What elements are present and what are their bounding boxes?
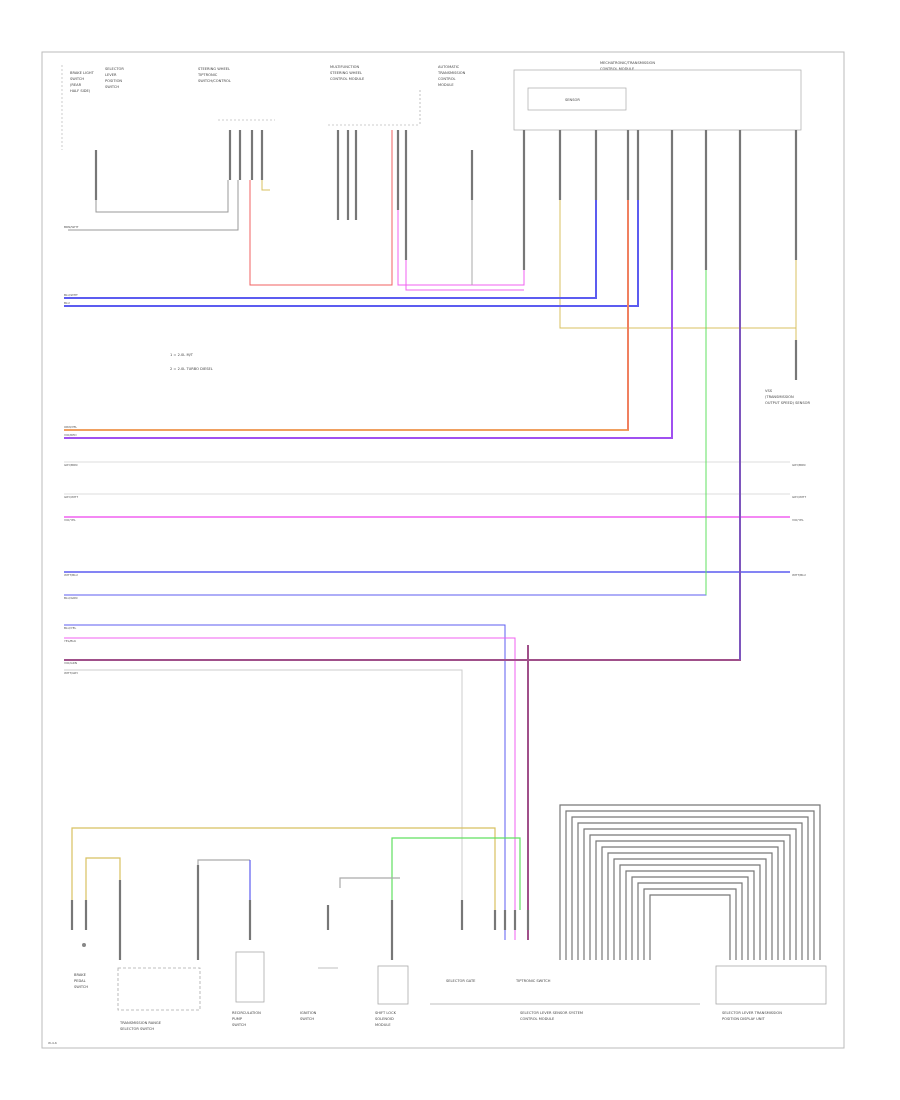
svg-text:VIO/YEL: VIO/YEL <box>64 518 76 522</box>
svg-text:CONTROL: CONTROL <box>438 77 456 81</box>
svg-text:VIO/GRN: VIO/GRN <box>64 661 77 665</box>
svg-text:VIO/YEL: VIO/YEL <box>792 518 804 522</box>
svg-text:VIO/RED: VIO/RED <box>64 433 77 437</box>
svg-text:SWITCH: SWITCH <box>232 1023 246 1027</box>
brake-pedal-switch: BRAKE PEDAL SWITCH <box>74 943 88 989</box>
footer-code: W-4-6 <box>48 1041 57 1045</box>
svg-text:BRN/WHT: BRN/WHT <box>64 225 79 229</box>
steering-wheel-module: STEERING WHEEL TIPTRONIC SWITCH/CONTROL <box>197 67 275 121</box>
svg-text:MULTIFUNCTION: MULTIFUNCTION <box>330 65 359 69</box>
svg-text:(TRANSMISSION: (TRANSMISSION <box>765 395 794 399</box>
svg-text:STEERING WHEEL: STEERING WHEEL <box>198 67 230 71</box>
svg-text:BLU/WHT: BLU/WHT <box>64 293 78 297</box>
bottom-wires <box>71 827 521 940</box>
left-wire-labels: BRN/WHT BLU/WHT BLU ORN/YEL VIO/RED GRY/… <box>64 225 79 675</box>
transmission-range-switch: TRANSMISSION RANGE SELECTOR SWITCH <box>117 967 201 1031</box>
svg-text:SELECTOR LEVER TRANSMISSION: SELECTOR LEVER TRANSMISSION <box>722 1011 782 1015</box>
svg-text:CONTROL MODULE: CONTROL MODULE <box>600 67 635 71</box>
svg-text:RECIRCULATION: RECIRCULATION <box>232 1011 261 1015</box>
brake-light-switch: BRAKE LIGHT SWITCH (REAR HALF SIDE) <box>61 65 95 150</box>
svg-text:PUMP: PUMP <box>232 1017 243 1021</box>
svg-text:SWITCH/CONTROL: SWITCH/CONTROL <box>198 79 231 83</box>
bottom-connector-pins <box>70 865 530 960</box>
svg-text:TIPTRONIC SWITCH: TIPTRONIC SWITCH <box>515 979 551 983</box>
output-speed-sensor: VSS (TRANSMISSION OUTPUT SPEED) SENSOR <box>765 389 810 405</box>
svg-text:WHT/GRY: WHT/GRY <box>64 671 78 675</box>
svg-text:BRAKE LIGHT: BRAKE LIGHT <box>70 71 95 75</box>
svg-text:(REAR: (REAR <box>70 83 82 87</box>
svg-text:SWITCH: SWITCH <box>105 85 119 89</box>
svg-text:CONTROL MODULE: CONTROL MODULE <box>330 77 365 81</box>
horizontal-wires <box>64 200 790 940</box>
svg-text:TRANSMISSION: TRANSMISSION <box>437 71 466 75</box>
legend: 1 = 2.0L M/T 2 = 2.0L TURBO DIESEL <box>170 353 213 371</box>
svg-text:2 = 2.0L TURBO DIESEL: 2 = 2.0L TURBO DIESEL <box>170 367 213 371</box>
right-wire-labels: GRY/BRN GRY/WHT VIO/YEL WHT/BLU <box>792 463 806 577</box>
svg-text:GRY/BRN: GRY/BRN <box>64 463 77 467</box>
svg-text:SWITCH: SWITCH <box>70 77 84 81</box>
svg-text:SELECTOR: SELECTOR <box>105 67 124 71</box>
svg-text:POSITION: POSITION <box>105 79 122 83</box>
svg-text:IGNITION: IGNITION <box>300 1011 317 1015</box>
shift-lock-module: SHIFT LOCK SOLENOID MODULE <box>375 965 409 1027</box>
svg-text:POSITION DISPLAY UNIT: POSITION DISPLAY UNIT <box>722 1017 766 1021</box>
recirculation-pump-switch: RECIRCULATION PUMP SWITCH <box>232 951 265 1027</box>
svg-text:GRY/WHT: GRY/WHT <box>792 495 806 499</box>
svg-text:TRANSMISSION RANGE: TRANSMISSION RANGE <box>119 1021 162 1025</box>
svg-text:MODULE: MODULE <box>375 1023 391 1027</box>
svg-text:SELECTOR SWITCH: SELECTOR SWITCH <box>120 1027 154 1031</box>
display-unit-bundle <box>559 804 821 960</box>
svg-text:BLU/GRN: BLU/GRN <box>64 596 77 600</box>
mechatronic-module: MECHATRONIC/TRANSMISSION CONTROL MODULE … <box>513 61 802 131</box>
display-unit: SELECTOR LEVER TRANSMISSION POSITION DIS… <box>715 965 827 1021</box>
svg-text:MODULE: MODULE <box>438 83 454 87</box>
top-wires <box>68 130 797 340</box>
selector-lever-control-module: SELECTOR GATE TIPTRONIC SWITCH SELECTOR … <box>430 979 700 1021</box>
diagram-border <box>41 51 845 1049</box>
svg-text:WHT/BLU: WHT/BLU <box>64 573 78 577</box>
top-connector-pins <box>94 130 798 380</box>
automatic-transmission-module: AUTOMATIC TRANSMISSION CONTROL MODULE <box>437 65 466 87</box>
svg-text:LEVER: LEVER <box>105 73 117 77</box>
svg-text:OUTPUT SPEED) SENSOR: OUTPUT SPEED) SENSOR <box>765 401 810 405</box>
svg-text:PEDAL: PEDAL <box>74 979 86 983</box>
svg-text:GRY/WHT: GRY/WHT <box>64 495 78 499</box>
svg-text:WHT/BLU: WHT/BLU <box>792 573 806 577</box>
svg-text:BRAKE: BRAKE <box>74 973 87 977</box>
selector-lever-switch: SELECTOR LEVER POSITION SWITCH <box>105 67 124 89</box>
svg-text:SELECTOR LEVER SENSOR SYSTEM: SELECTOR LEVER SENSOR SYSTEM <box>520 1011 583 1015</box>
svg-text:YEL/BLK: YEL/BLK <box>64 639 77 643</box>
svg-text:SWITCH: SWITCH <box>300 1017 314 1021</box>
svg-text:BLU/YEL: BLU/YEL <box>64 626 77 630</box>
svg-text:AUTOMATIC: AUTOMATIC <box>438 65 460 69</box>
svg-text:ORN/YEL: ORN/YEL <box>64 425 77 429</box>
svg-text:MECHATRONIC/TRANSMISSION: MECHATRONIC/TRANSMISSION <box>600 61 655 65</box>
svg-text:1 = 2.0L M/T: 1 = 2.0L M/T <box>170 353 194 357</box>
svg-text:STEERING WHEEL: STEERING WHEEL <box>330 71 362 75</box>
svg-text:TIPTRONIC: TIPTRONIC <box>197 73 218 77</box>
svg-text:GRY/BRN: GRY/BRN <box>792 463 805 467</box>
svg-text:BLU: BLU <box>64 301 70 305</box>
svg-text:SWITCH: SWITCH <box>74 985 88 989</box>
svg-text:VSS: VSS <box>765 389 773 393</box>
svg-text:SHIFT LOCK: SHIFT LOCK <box>375 1011 397 1015</box>
svg-text:SENSOR: SENSOR <box>565 98 580 102</box>
svg-text:SELECTOR GATE: SELECTOR GATE <box>446 979 476 983</box>
ignition-switch: IGNITION SWITCH <box>300 967 338 1021</box>
multifunction-module: MULTIFUNCTION STEERING WHEEL CONTROL MOD… <box>328 65 421 126</box>
svg-text:SOLENOID: SOLENOID <box>375 1017 394 1021</box>
svg-text:HALF SIDE): HALF SIDE) <box>70 89 91 93</box>
svg-text:CONTROL MODULE: CONTROL MODULE <box>520 1017 555 1021</box>
